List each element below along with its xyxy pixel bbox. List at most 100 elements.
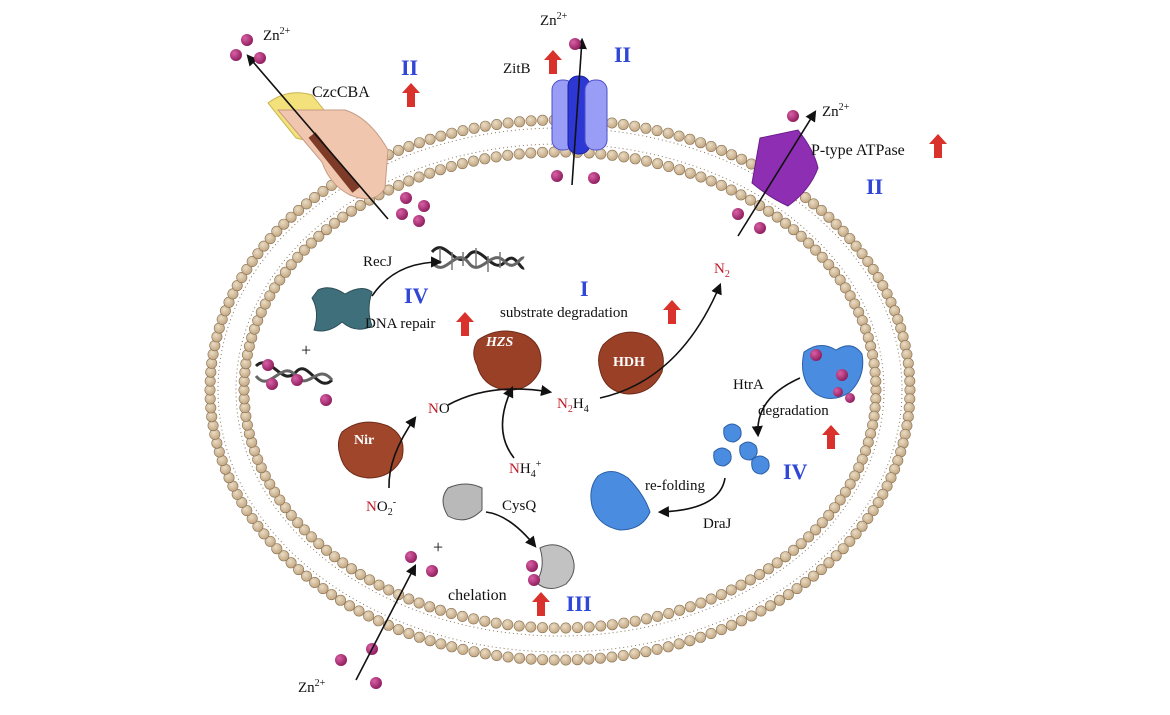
- no-label: NO: [428, 401, 450, 417]
- lipid-head: [298, 524, 310, 536]
- lipid-head: [725, 584, 737, 596]
- lipid-head: [606, 117, 618, 129]
- lipid-head: [344, 600, 356, 612]
- lipid-head: [779, 551, 791, 563]
- lipid-head: [337, 211, 349, 223]
- lipid-head: [735, 579, 747, 591]
- lipid-head: [762, 205, 774, 217]
- lipid-head: [663, 161, 675, 173]
- czccba-transporter: [246, 54, 389, 220]
- lipid-head: [345, 205, 357, 217]
- lipid-head: [271, 225, 283, 237]
- lipid-head: [434, 604, 446, 616]
- lipid-head: [413, 597, 425, 609]
- zitb-label: ZitB: [503, 61, 531, 77]
- lipid-head: [457, 125, 469, 137]
- lipid-head: [782, 589, 794, 601]
- upregulation-arrow: [822, 425, 840, 449]
- lipid-head: [241, 263, 253, 275]
- lipid-head: [490, 151, 502, 163]
- lipid-head: [468, 646, 480, 658]
- refolding-label: re-folding: [645, 478, 705, 494]
- lipid-head: [337, 557, 349, 569]
- cysq-label: CysQ: [502, 498, 537, 514]
- lipid-head: [837, 543, 849, 555]
- lipid-head: [328, 217, 340, 229]
- lipid-head: [867, 263, 879, 275]
- recj-protein: [311, 287, 373, 332]
- lipid-head: [328, 551, 340, 563]
- lipid-head: [502, 651, 514, 663]
- lipid-head: [468, 122, 480, 134]
- lipid-head: [285, 557, 297, 569]
- lipid-head: [823, 211, 835, 223]
- lipid-head: [392, 624, 404, 636]
- lipid-head: [279, 266, 291, 278]
- lipid-head: [424, 167, 436, 179]
- lipid-head: [823, 557, 835, 569]
- lipid-head: [617, 649, 629, 661]
- lipid-head: [594, 652, 606, 664]
- lipid-head: [618, 617, 630, 629]
- lipid-head: [317, 583, 329, 595]
- lipid-head: [803, 237, 815, 249]
- lipid-head: [856, 248, 868, 260]
- hzs-enzyme: [473, 330, 542, 391]
- lipid-head: [413, 137, 425, 149]
- lipid-head: [663, 607, 675, 619]
- lipid-head: [456, 610, 468, 622]
- lipid-head: [525, 147, 537, 159]
- lipid-head: [652, 610, 664, 622]
- lipid-head: [850, 240, 862, 252]
- lipid-head: [252, 520, 264, 532]
- lipid-head: [810, 244, 822, 256]
- lipid-head: [525, 115, 537, 127]
- upregulation-arrow: [402, 83, 420, 107]
- lipid-head: [264, 290, 276, 302]
- lipid-head: [479, 120, 491, 132]
- lipid-head: [246, 512, 258, 524]
- plus-sign-chelation: +: [433, 537, 444, 557]
- no-to-n2h4-arrow: [447, 385, 553, 406]
- substrate-degradation-label: substrate degradation: [500, 305, 628, 321]
- lipid-head: [829, 502, 841, 514]
- lipid-head: [652, 158, 664, 170]
- zn-label-zitb: Zn2+: [540, 11, 568, 29]
- recj-label: RecJ: [363, 254, 393, 270]
- lipid-head: [787, 544, 799, 556]
- n2h4-to-n2-arrow: [599, 282, 722, 399]
- lipid-head: [305, 237, 317, 249]
- lipid-head: [292, 517, 304, 529]
- nh4-arrow: [501, 385, 515, 459]
- lipid-head: [617, 119, 629, 131]
- plus-sign-dna: +: [301, 340, 312, 360]
- dna-helix-damaged: [254, 359, 334, 406]
- lipid-head: [413, 171, 425, 183]
- mechanism-ii-zitb: II: [614, 42, 632, 67]
- lipid-head: [795, 538, 807, 550]
- lipid-head: [383, 584, 395, 596]
- peptide-fragments: [713, 423, 770, 475]
- lipid-head: [424, 635, 436, 647]
- lipid-head: [662, 641, 674, 653]
- lipid-head: [850, 528, 862, 540]
- lipid-head: [479, 648, 491, 660]
- lipid-head: [373, 579, 385, 591]
- lipid-head: [403, 627, 415, 639]
- lipid-head: [279, 502, 291, 514]
- lipid-head: [779, 217, 791, 229]
- lipid-head: [457, 643, 469, 655]
- lipid-head: [726, 149, 738, 161]
- lipid-head: [705, 175, 717, 187]
- zinc-import-arrow: [355, 564, 417, 681]
- lipid-head: [726, 619, 738, 631]
- lipid-head: [536, 146, 548, 158]
- lipid-head: [640, 646, 652, 658]
- lipid-head: [651, 125, 663, 137]
- lipid-head: [771, 557, 783, 569]
- lipid-head: [684, 167, 696, 179]
- n2h4-label: N2H4: [557, 396, 589, 415]
- lipid-head: [795, 230, 807, 242]
- lipid-head: [269, 486, 281, 498]
- lipid-head: [514, 116, 526, 128]
